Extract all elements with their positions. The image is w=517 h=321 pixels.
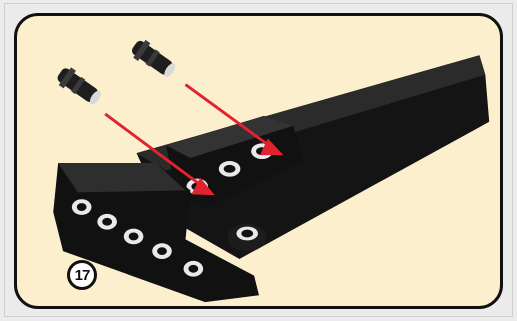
connector-pin-icon [54,64,105,109]
step-number: 17 [75,267,90,284]
connector-pin-icon [128,37,179,82]
step-number-badge: 17 [67,260,97,290]
instruction-panel: 17 [14,13,503,309]
